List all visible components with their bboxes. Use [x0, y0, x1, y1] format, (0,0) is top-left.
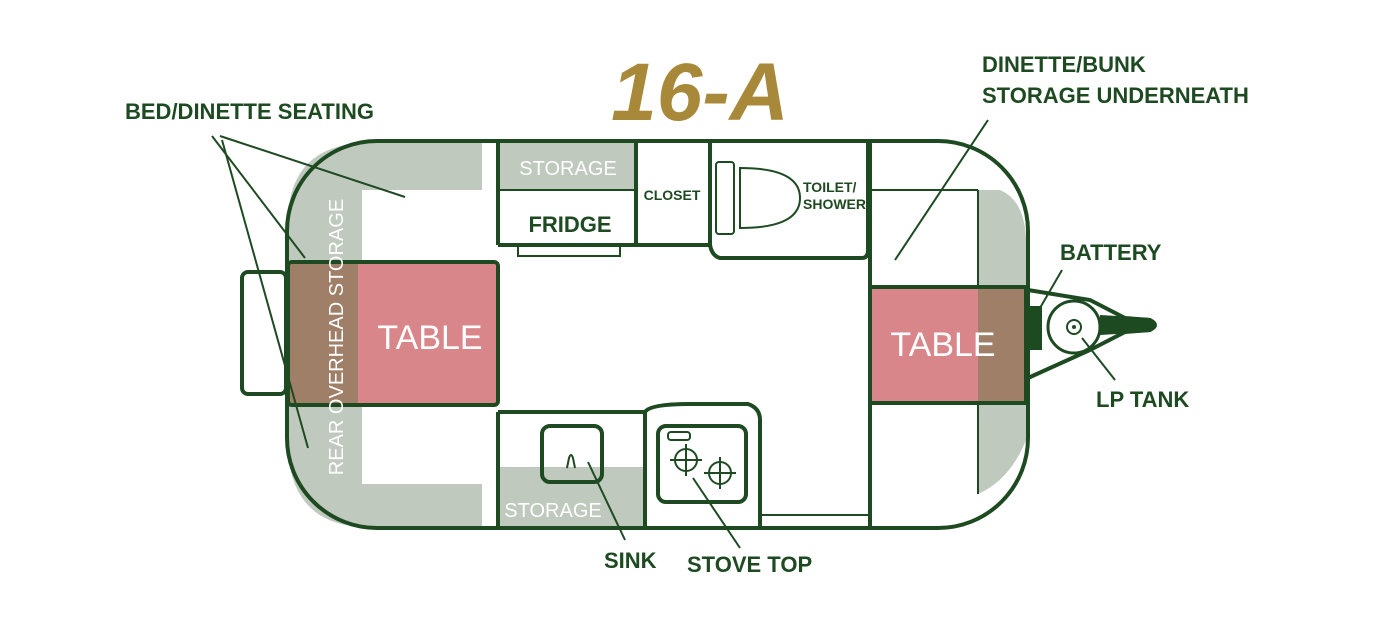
stove [656, 424, 748, 504]
rear-bottom-seating [288, 405, 482, 527]
model-title: 16-A [611, 47, 789, 138]
leader-lines [211, 119, 1116, 549]
rear-overhead-storage-label: REAR OVERHEAD STORAGE [326, 199, 348, 475]
battery-callout: BATTERY [1060, 240, 1162, 265]
dinette-bunk-callout-line1: DINETTE/BUNK [982, 52, 1146, 77]
sink [540, 424, 604, 484]
toilet-label-line2: SHOWER [803, 196, 866, 212]
storage-top-label: STORAGE [519, 158, 616, 180]
battery-block [1026, 306, 1042, 350]
rear-overhead-overlap [288, 262, 358, 405]
front-overhead-overlap [978, 287, 1026, 403]
front-top-seating [978, 190, 1026, 286]
closet-label: CLOSET [644, 187, 701, 203]
bed-dinette-callout: BED/DINETTE SEATING [125, 99, 374, 124]
toilet [715, 161, 802, 235]
stove-top-callout: STOVE TOP [687, 552, 812, 577]
dinette-bunk-callout-line2: STORAGE UNDERNEATH [982, 83, 1249, 108]
hitch-assembly [1026, 288, 1157, 380]
rear-hatch [240, 270, 288, 396]
interior-walls [496, 141, 979, 528]
lp-tank-callout: LP TANK [1096, 387, 1189, 412]
fridge-label: FRIDGE [528, 212, 611, 237]
sink-callout: SINK [604, 548, 657, 573]
storage-bottom-label: STORAGE [504, 500, 601, 522]
front-bottom-seating [978, 403, 1026, 494]
lower-storage-area [500, 467, 645, 527]
table-rear-label: TABLE [377, 319, 482, 357]
storage-areas [288, 143, 1026, 527]
table-front-label: TABLE [890, 326, 995, 364]
rear-top-seating [288, 143, 482, 262]
upper-storage-area [500, 143, 636, 190]
toilet-label-line1: TOILET/ [803, 179, 857, 195]
